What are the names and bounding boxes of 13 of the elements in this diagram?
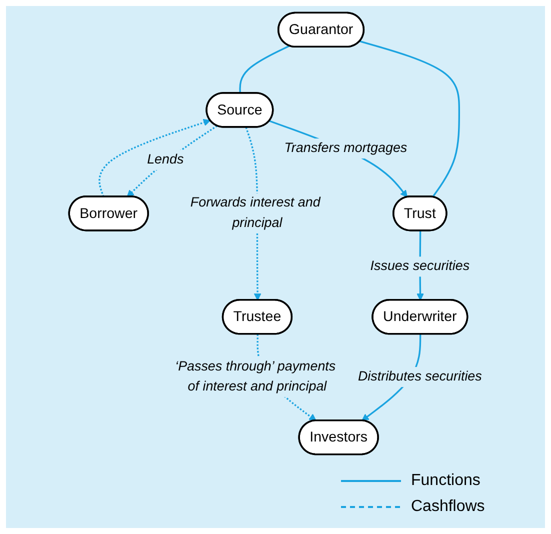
edge-label: Distributes securities xyxy=(358,369,482,384)
edge-label: Transfers mortgages xyxy=(284,140,408,156)
connector xyxy=(239,45,290,94)
connector xyxy=(360,40,460,198)
legend-label: Functions xyxy=(411,472,480,490)
edge-label: Issues securities xyxy=(370,259,470,274)
arrow xyxy=(98,118,211,198)
legend-label: Cashflows xyxy=(411,498,485,516)
edge-label: Lends xyxy=(147,152,184,167)
edge-label: ‘Passes through’ payments of interest and principal xyxy=(175,359,336,394)
arrow xyxy=(269,120,408,198)
edge-label: Forwards interest and principal xyxy=(190,196,320,230)
arrow xyxy=(126,125,218,198)
